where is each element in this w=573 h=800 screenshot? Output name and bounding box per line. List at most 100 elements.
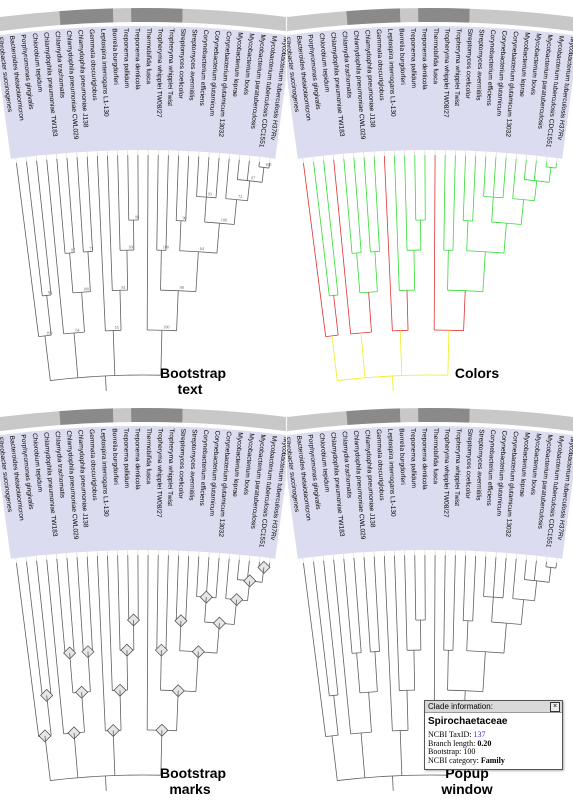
tree-branch xyxy=(383,156,393,331)
leader-line xyxy=(536,155,538,161)
taxonomy-band-segment xyxy=(418,407,470,423)
label-band xyxy=(0,26,286,159)
taxon-label: Corynebacterium efficiens xyxy=(485,430,496,507)
clade-info-popup[interactable]: Clade information: × Spirochaetaceae NCB… xyxy=(424,700,563,770)
taxon-label: Corynebacterium efficiens xyxy=(485,30,496,107)
tree-branch xyxy=(73,332,79,378)
taxid-link[interactable]: 137 xyxy=(473,730,486,739)
taxon-label: Thermobifida fusca xyxy=(145,28,152,84)
tree-branch xyxy=(534,180,538,201)
taxon-label: Treponema denticola xyxy=(134,28,141,90)
tree-branch xyxy=(236,559,240,580)
tree-branch xyxy=(36,560,52,695)
tree-branch xyxy=(127,555,130,621)
tree-branch xyxy=(16,163,40,337)
tree-branch xyxy=(374,651,378,692)
tree-branch xyxy=(46,159,65,334)
taxon-label: Leptospira interrogans L1-130 xyxy=(99,429,109,518)
tree-branch xyxy=(443,555,446,651)
caption-line2: window xyxy=(441,781,493,797)
branch-value: 0.20 xyxy=(477,738,492,748)
tree-branch xyxy=(406,690,409,731)
leader-line xyxy=(269,158,271,164)
taxon-label: Borrelia burgdorferi xyxy=(111,28,119,85)
tree-branch xyxy=(44,335,51,381)
taxon-label: Borrelia burgdorferi xyxy=(111,428,119,485)
tree-arc xyxy=(545,166,556,169)
tree-branch xyxy=(146,555,149,731)
bootstrap-value-label: 90 xyxy=(182,215,186,220)
tree-branch xyxy=(26,161,43,296)
bootstrap-value-label: 64 xyxy=(200,246,204,251)
tree-branch xyxy=(483,556,487,597)
tree-branch xyxy=(66,557,75,653)
tree-branch xyxy=(452,555,456,651)
tree-branch xyxy=(523,159,527,180)
tree-branch xyxy=(492,157,497,198)
bootstrap-value-label: 87 xyxy=(71,247,75,252)
taxon-label: Streptomyces coelicolor xyxy=(464,29,474,100)
taxon-label: Gemmata obscuriglobus xyxy=(375,429,385,501)
tree-branch xyxy=(404,155,408,251)
tree-branch xyxy=(66,157,75,253)
taxonomy-band-segment xyxy=(287,11,348,32)
taxon-label: Streptomyces avermitilis xyxy=(474,29,484,101)
taxon-label: Tropheryma whipplei TW08/27 xyxy=(155,28,163,118)
tree-arc xyxy=(545,566,556,569)
tree-branch xyxy=(333,559,352,734)
bootstrap-value-label: 100 xyxy=(163,245,169,250)
bootstrap-value-label: 100 xyxy=(221,218,227,223)
tree-branch xyxy=(462,555,466,621)
bootstrap-mark-diamond xyxy=(243,574,257,588)
tree-arc xyxy=(466,650,504,654)
tree-branch xyxy=(443,155,446,251)
taxonomy-band-segment xyxy=(131,7,183,23)
tree-branch xyxy=(399,730,403,776)
leader-line xyxy=(302,558,304,564)
leader-line xyxy=(15,558,17,564)
tree-branch xyxy=(404,555,408,651)
tree-branch xyxy=(56,558,66,654)
leader-line xyxy=(35,155,37,161)
taxonomy-band-segment xyxy=(59,8,114,26)
tree-branch xyxy=(374,251,378,292)
tree-branch xyxy=(247,180,251,201)
popup-header-label: Clade information: xyxy=(428,702,493,711)
tree-branch xyxy=(119,290,122,331)
taxonomy-band-segment xyxy=(346,8,401,26)
tree-branch xyxy=(333,159,352,334)
bootstrap-value-label: 98 xyxy=(135,215,139,220)
taxonomy-band-segment xyxy=(400,408,419,423)
taxonomy-band-segment xyxy=(469,408,573,432)
tree-branch xyxy=(331,335,338,381)
bootstrap-mark-diamond xyxy=(40,688,54,702)
tree-branch xyxy=(69,252,74,293)
tree-branch xyxy=(26,561,43,696)
tree-branch xyxy=(36,160,52,295)
taxon-label: Thermobifida fusca xyxy=(145,428,152,484)
tree-branch xyxy=(236,159,240,180)
tree-branch xyxy=(482,251,486,292)
taxon-label: Tropheryma whipplei TW08/27 xyxy=(155,428,163,518)
caption-line1: Colors xyxy=(454,365,500,381)
bootstrap-value-label: 93 xyxy=(208,192,212,197)
tree-branch xyxy=(373,556,380,652)
tree-branch xyxy=(414,155,417,221)
tree-branch xyxy=(165,155,169,251)
leader-line xyxy=(312,556,314,562)
leader-line xyxy=(556,558,558,564)
leader-line xyxy=(556,158,558,164)
tree-arc xyxy=(483,596,504,599)
close-icon[interactable]: × xyxy=(550,702,560,712)
taxon-label: Tropheryma whipplei TW08/27 xyxy=(442,28,450,118)
caption-bootstrap-marks: Bootstrap marks xyxy=(160,765,226,797)
tree-branch xyxy=(394,555,400,691)
tree-branch xyxy=(268,163,270,169)
bootstrap-mark-diamond xyxy=(38,729,52,743)
taxon-label: Tropheryma whipplei Twist xyxy=(166,428,175,506)
